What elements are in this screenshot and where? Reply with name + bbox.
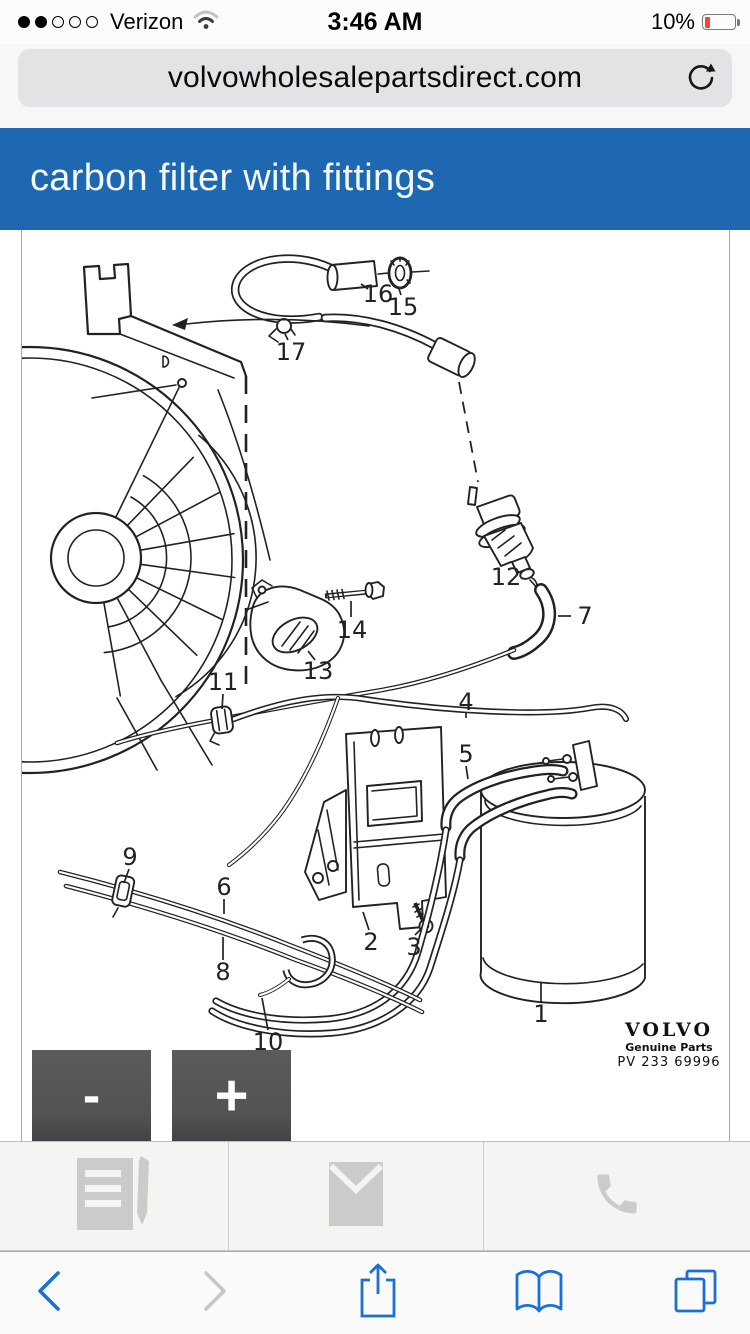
- brand-subtitle: Genuine Parts: [625, 1041, 713, 1054]
- share-icon: [355, 1262, 401, 1325]
- battery-percent-label: 10%: [650, 9, 695, 34]
- clock: 3:46 AM: [327, 7, 423, 36]
- status-bar: Verizon 3:46 AM 10%: [0, 0, 750, 44]
- part-label-4: 4: [458, 688, 473, 716]
- mount-13: [249, 579, 345, 672]
- elbow-7: [507, 579, 556, 660]
- volvo-brand: VOLVO Genuine Parts PV 233 69996: [617, 1019, 720, 1070]
- toolbar-divider: [483, 1142, 484, 1250]
- address-field[interactable]: volvowholesalepartsdirect.com: [18, 49, 732, 107]
- page-header: carbon filter with fittings: [0, 128, 750, 230]
- clamp-9: [111, 874, 136, 918]
- url-bar-area: volvowholesalepartsdirect.com: [0, 44, 750, 128]
- part-label-2: 2: [363, 928, 378, 956]
- canister-1: [479, 761, 646, 1005]
- dashed-leader: [458, 381, 479, 483]
- email-icon: [328, 1161, 383, 1231]
- wifi-icon: [193, 10, 219, 35]
- orders-list-button[interactable]: [0, 1142, 228, 1250]
- vacuum-hose: [114, 647, 517, 746]
- zoom-in-button[interactable]: +: [172, 1050, 291, 1141]
- browser-toolbar: [0, 1251, 750, 1334]
- orders-list-icon: [73, 1154, 155, 1239]
- forward-icon: [202, 1269, 230, 1318]
- reload-icon[interactable]: [686, 62, 716, 99]
- page-title: carbon filter with fittings: [30, 157, 436, 199]
- ring-15: [387, 256, 430, 290]
- zoom-out-button[interactable]: -: [32, 1050, 151, 1141]
- valve-12: [467, 486, 538, 586]
- phone-button[interactable]: [483, 1142, 750, 1250]
- fan-shroud: [0, 262, 271, 775]
- part-label-15: 15: [388, 293, 419, 321]
- bookmarks-icon: [513, 1267, 565, 1320]
- part-label-9: 9: [122, 843, 137, 871]
- signal-dots-icon: [18, 16, 98, 28]
- brand-part-number: PV 233 69996: [617, 1055, 720, 1070]
- part-label-3: 3: [406, 933, 421, 961]
- hoses-5: [440, 764, 578, 863]
- leader-lines: [123, 283, 571, 1031]
- part-label-6: 6: [216, 873, 231, 901]
- battery-icon: [702, 14, 740, 30]
- connector-hose: [226, 695, 341, 868]
- tie-10: [258, 934, 336, 997]
- part-label-12: 12: [491, 563, 522, 591]
- direction-arrow: [172, 318, 370, 330]
- toolbar-divider: [228, 1142, 229, 1250]
- site-toolbar: [0, 1141, 750, 1251]
- fitting-16: [326, 260, 476, 378]
- bracket-2: [304, 726, 447, 930]
- url-text: volvowholesalepartsdirect.com: [167, 61, 583, 94]
- part-label-11: 11: [208, 668, 239, 696]
- share-button[interactable]: [348, 1252, 408, 1334]
- part-label-8: 8: [215, 958, 230, 986]
- tabs-icon: [671, 1267, 721, 1320]
- bookmarks-button[interactable]: [506, 1252, 572, 1334]
- clip-17: [268, 318, 296, 343]
- back-icon: [34, 1269, 62, 1318]
- mount-leader: [245, 601, 269, 611]
- bracket-5: [542, 740, 598, 791]
- status-left: Verizon: [18, 0, 219, 44]
- part-label-1: 1: [533, 1000, 548, 1028]
- part-label-7: 7: [577, 602, 592, 630]
- bolt-14: [324, 581, 385, 601]
- forward-button[interactable]: [186, 1252, 246, 1334]
- part-label-16: 16: [363, 280, 394, 308]
- status-right: 10%: [650, 0, 740, 44]
- part-label-14: 14: [337, 616, 368, 644]
- part-label-13: 13: [303, 657, 334, 685]
- brand-name: VOLVO: [624, 1019, 713, 1041]
- phone-icon: [591, 1168, 643, 1225]
- hose-4: [227, 693, 630, 724]
- email-button[interactable]: [228, 1142, 483, 1250]
- part-label-5: 5: [458, 740, 473, 768]
- clip-11: [209, 705, 234, 746]
- carrier-label: Verizon: [110, 9, 184, 34]
- back-button[interactable]: [18, 1252, 78, 1334]
- hose-16: [230, 254, 441, 351]
- part-label-17: 17: [276, 338, 307, 366]
- tabs-button[interactable]: [666, 1252, 726, 1334]
